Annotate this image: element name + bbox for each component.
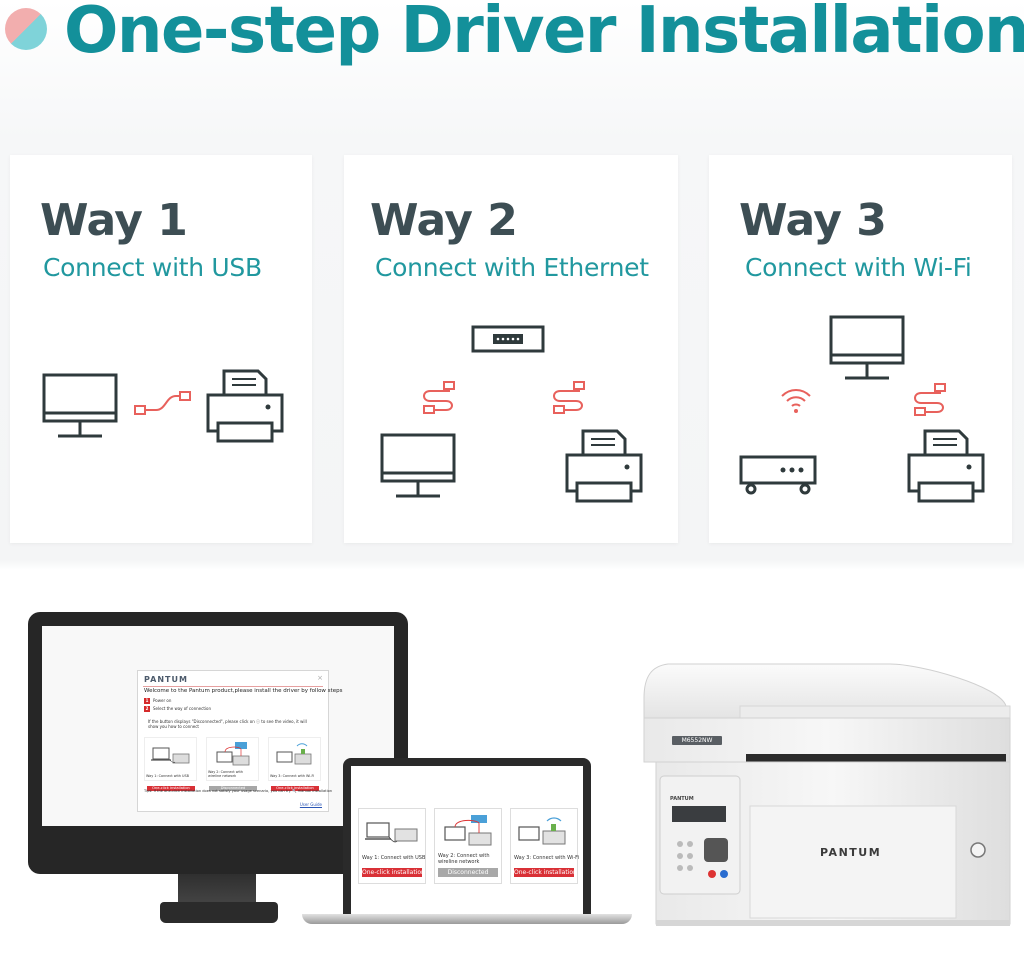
installer-welcome: Welcome to the Pantum product,please ins… <box>144 688 343 694</box>
one-click-install-button[interactable]: One-click installation <box>271 786 319 791</box>
installer-option-usb: Way 1: Connect with USB One-click instal… <box>144 737 197 791</box>
printer-panel-brand: PANTUM <box>670 796 694 802</box>
close-icon[interactable]: × <box>317 674 323 682</box>
wifi-printer-icon <box>276 743 312 765</box>
pantum-printer <box>643 663 1011 926</box>
installer-option-label: Way 1: Connect with USB <box>146 774 190 778</box>
divider <box>143 686 323 687</box>
laptop-base <box>302 914 632 924</box>
installer-brand: PANTUM <box>144 675 188 684</box>
laptop-option-label: Way 1: Connect with USB <box>362 855 426 861</box>
brand-dot-icon <box>5 8 47 50</box>
laptop-printer-icon <box>365 822 418 843</box>
installer-dialog: PANTUM × Welcome to the Pantum product,p… <box>137 670 342 812</box>
one-click-install-button[interactable]: One-click installation <box>147 786 195 791</box>
installer-option-ethernet: Way 2: Connect with wireline network Dis… <box>206 737 259 791</box>
one-click-install-button[interactable]: One-click installation <box>514 868 574 877</box>
disconnected-button[interactable]: Disconnected <box>438 868 498 877</box>
printer-brand: PANTUM <box>820 846 882 859</box>
usb-cable-icon <box>423 381 455 414</box>
laptop-option-label: Way 3: Connect with Wi-Fi <box>514 855 580 861</box>
printer-icon <box>206 369 284 443</box>
monitor-icon <box>42 373 118 438</box>
way-1-title: Way 1 <box>40 195 188 246</box>
installer-option-label: Way 2: Connect with wireline network <box>208 770 243 778</box>
way-3-card: Way 3 Connect with Wi-Fi <box>709 155 1012 543</box>
usb-cable-icon <box>134 391 191 415</box>
printer-icon <box>565 429 643 503</box>
way-3-subtitle: Connect with Wi-Fi <box>745 253 972 282</box>
monitor-stand-neck <box>178 874 256 904</box>
printer-model-label: M6552NW <box>672 736 722 745</box>
wifi-icon <box>781 389 811 413</box>
monitor-icon <box>829 315 905 380</box>
monitor-icon <box>380 433 456 498</box>
usb-cable-icon <box>553 381 585 414</box>
laptop-option-wifi: Way 3: Connect with Wi-Fi One-click inst… <box>510 808 580 884</box>
step-1-label: Power on <box>153 698 172 703</box>
way-2-subtitle: Connect with Ethernet <box>375 253 649 282</box>
way-2-title: Way 2 <box>370 195 518 246</box>
page-title: One-step Driver Installation <box>64 0 1024 68</box>
wifi-printer-icon <box>518 817 566 845</box>
router-icon <box>739 455 817 495</box>
monitor-screen: PANTUM × Welcome to the Pantum product,p… <box>42 626 394 826</box>
network-printer-icon <box>216 742 250 766</box>
installer-option-wifi: Way 3: Connect with Wi-Fi One-click inst… <box>268 737 321 791</box>
step-2-label: Select the way of connection <box>153 706 211 711</box>
network-switch-icon <box>471 325 545 353</box>
network-printer-icon <box>444 815 492 846</box>
laptop-option-usb: Way 1: Connect with USB One-click instal… <box>358 808 426 884</box>
way-1-card: Way 1 Connect with USB <box>10 155 312 543</box>
printer-icon <box>907 429 985 503</box>
laptop-option-label: Way 2: Connect with wireline network <box>438 853 490 865</box>
way-3-title: Way 3 <box>739 195 887 246</box>
user-guide-link[interactable]: User Guide <box>299 802 322 807</box>
laptop-printer-icon <box>151 747 190 764</box>
laptop-screen: Way 1: Connect with USB One-click instal… <box>351 766 583 914</box>
installer-hint: If the button displays "Disconnected", p… <box>148 719 307 729</box>
one-click-install-button[interactable]: One-click installation <box>362 868 422 877</box>
usb-cable-icon <box>914 383 946 416</box>
way-1-subtitle: Connect with USB <box>43 253 262 282</box>
way-2-card: Way 2 Connect with Ethernet <box>344 155 678 543</box>
laptop-option-ethernet: Way 2: Connect with wireline network Dis… <box>434 808 502 884</box>
monitor-stand-base <box>160 902 278 923</box>
laptop: Way 1: Connect with USB One-click instal… <box>343 758 591 918</box>
installer-option-label: Way 3: Connect with Wi-Fi <box>270 774 315 778</box>
installer-tip: Tips: If the one-click installation does… <box>144 789 333 793</box>
disconnected-button[interactable]: Disconnected <box>209 786 257 791</box>
